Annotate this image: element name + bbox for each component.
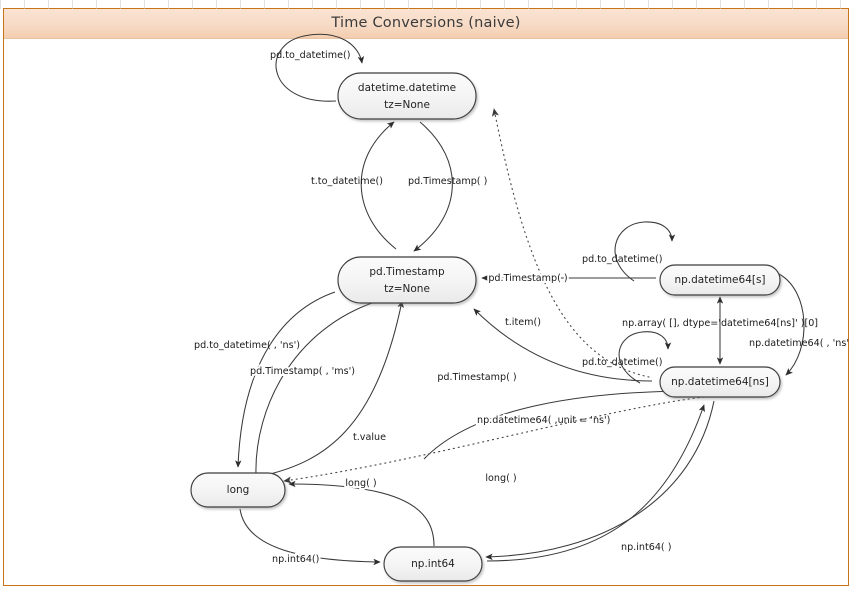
node-label-line2: tz=None [384,99,430,111]
ruler-ticks [0,0,853,9]
slide-frame: Time Conversions (naive) [3,8,850,586]
diagram-canvas: pd.to_datetime() t.to_datetime() pd.Time… [190,33,850,582]
edge-label: pd.Timestamp( , 'ms') [250,366,355,377]
edge-pd-to-datetime-self: pd.to_datetime() [270,33,365,102]
edge-np-array-dtype: np.array( [], dtype='datetime64[ns]' )[0… [622,296,818,365]
edge-label: pd.to_datetime( , 'ns') [194,340,300,351]
node-label-line1: pd.Timestamp [369,266,445,278]
node-long[interactable]: long [190,472,286,508]
edge-pd-timestamp-from-dt64ns: pd.Timestamp( ) [435,308,653,385]
edge-pd-to-datetime-dt64s-self: pd.to_datetime() [582,221,676,282]
edge-t-value: t.value [265,300,404,476]
page-title: Time Conversions (naive) [331,15,521,31]
edge-np-datetime64-unit-ns: np.datetime64( ,unit = 'ns') [423,387,697,460]
edge-t-to-datetime: t.to_datetime() [311,121,397,250]
edge-pd-timestamp-ms: pd.Timestamp( , 'ms') [248,295,393,476]
node-label-line1: np.datetime64[s] [674,274,765,286]
edge-label: np.datetime64( , 'ns') [749,338,850,349]
node-np-datetime64-ns[interactable]: np.datetime64[ns] [659,366,781,398]
edge-label: pd.to_datetime() [582,357,662,368]
edge-long-from-int64: long( ) [288,476,435,547]
title-banner: Time Conversions (naive) [4,9,848,39]
edge-label: pd.to_datetime() [582,254,662,265]
edge-label: pd.to_datetime() [270,50,350,61]
node-label-line1: np.datetime64[ns] [671,376,769,388]
edge-label: long( ) [345,478,376,489]
edge-pd-timestamp-from-dt64s: pd.Timestamp( ) [481,271,656,286]
edge-np-int64-to-dt64ns: np.int64( ) [486,404,705,562]
edge-label: pd.Timestamp( ) [437,372,516,383]
node-label-line1: long [227,484,250,496]
node-np-int64[interactable]: np.int64 [383,546,483,582]
node-np-datetime64-s[interactable]: np.datetime64[s] [659,264,781,296]
edge-np-int64-from-long: np.int64() [239,508,381,567]
node-label-line2: tz=None [384,283,430,295]
edge-label: np.array( [], dtype='datetime64[ns]' )[0… [622,318,818,329]
edge-label: t.to_datetime() [311,176,383,187]
node-label-line1: np.int64 [411,558,455,570]
edge-label: long( ) [485,473,516,484]
edge-label: np.int64() [272,554,319,565]
edge-t-item-dotted: t.item() [491,108,650,378]
edge-np-int64-from-dt64ns [485,400,715,561]
edge-long-dotted: long( ) [283,396,705,486]
edge-pd-timestamp-from-datetime: pd.Timestamp( ) [408,121,487,252]
edge-label: t.value [353,432,386,443]
edge-pd-to-datetime-dt64ns-self: pd.to_datetime() [582,331,672,384]
edge-label: pd.Timestamp( ) [488,273,567,284]
edge-pd-to-datetime-ns: pd.to_datetime( , 'ns') [194,291,336,468]
edge-label: t.item() [505,317,541,328]
edge-label: np.int64( ) [621,542,671,553]
node-datetime-datetime[interactable]: datetime.datetime tz=None [337,72,477,120]
node-label-line1: datetime.datetime [358,82,456,94]
edge-np-datetime64-ns-arg: np.datetime64( , 'ns') [749,273,850,376]
edge-label: pd.Timestamp( ) [408,176,487,187]
node-pd-timestamp[interactable]: pd.Timestamp tz=None [337,256,477,304]
edge-label: np.datetime64( ,unit = 'ns') [477,415,610,426]
